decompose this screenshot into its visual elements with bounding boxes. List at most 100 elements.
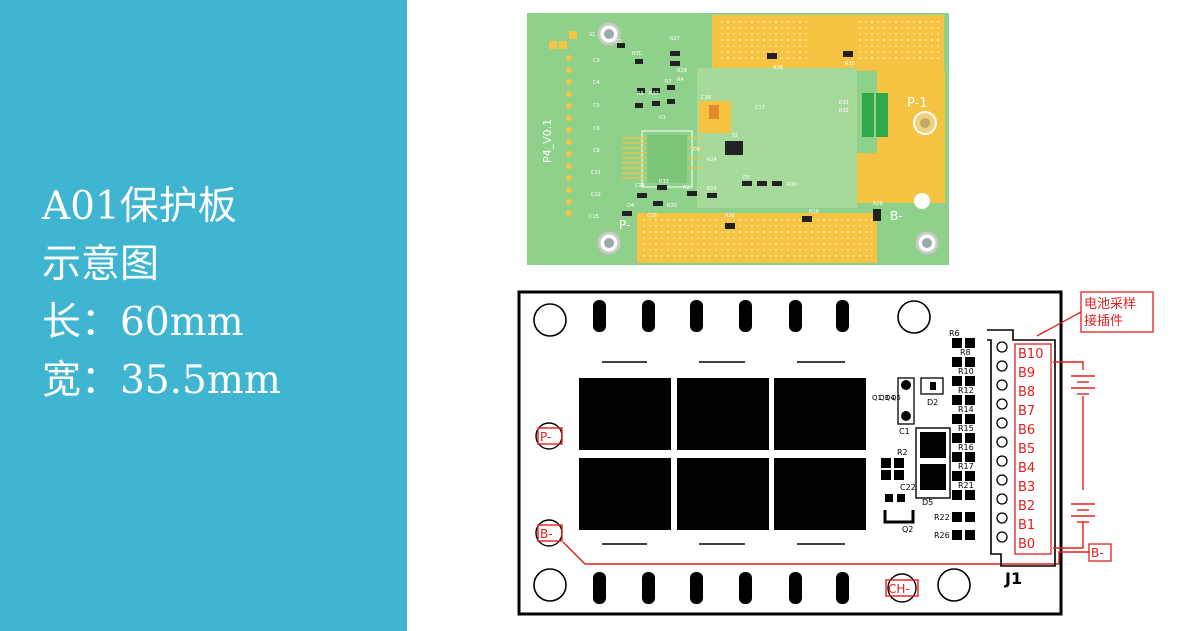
svg-text:C22: C22 (900, 483, 916, 492)
svg-text:U1: U1 (659, 115, 666, 121)
svg-text:R21: R21 (958, 481, 974, 490)
svg-text:R7: R7 (665, 79, 672, 85)
svg-text:R33: R33 (659, 179, 669, 185)
svg-text:R32: R32 (839, 108, 849, 114)
svg-text:C1: C1 (899, 427, 910, 436)
svg-text:R26: R26 (934, 531, 950, 540)
svg-text:R37: R37 (649, 91, 659, 97)
svg-text:Q4: Q4 (885, 394, 896, 402)
svg-text:Q5: Q5 (891, 394, 901, 402)
svg-text:R28: R28 (873, 201, 883, 207)
info-panel: A01保护板 示意图 长：60mm 宽：35.5mm (0, 0, 407, 631)
svg-text:D5: D5 (922, 498, 933, 507)
svg-text:C8: C8 (593, 148, 600, 154)
pin-label-b3: B3 (1018, 480, 1035, 495)
svg-text:S1: S1 (589, 32, 595, 38)
pin-labels: B10 B9 B8 B7 B6 B5 B4 B3 B2 B1 B0 (1014, 343, 1052, 555)
copper-pours (637, 15, 945, 263)
svg-text:C14: C14 (635, 183, 645, 189)
pad-markers: P- B- CH- (535, 422, 919, 603)
svg-text:R8: R8 (960, 348, 971, 357)
svg-text:C4: C4 (593, 80, 600, 86)
svg-text:S1: S1 (732, 133, 738, 139)
pin-label-b1: B1 (1018, 518, 1035, 533)
pcb-pad-label-b-minus: B- (890, 209, 903, 223)
svg-text:R31: R31 (839, 100, 849, 106)
smd-parts (617, 43, 881, 229)
svg-text:C6: C6 (593, 126, 600, 132)
battery-overlay: B- 电池采样 接插件 (1063, 291, 1154, 562)
mounting-holes (597, 22, 939, 255)
svg-text:Q1: Q1 (872, 394, 882, 402)
svg-text:C17: C17 (755, 105, 765, 111)
svg-text:R2: R2 (897, 448, 908, 457)
svg-text:R29: R29 (677, 68, 687, 74)
svg-text:R35: R35 (845, 61, 855, 67)
pcb-render-image: P4_V0.1 P-1 B- P- S1 C2 C3 C4 C5 C6 C8 C… (527, 13, 949, 265)
pcb-component-labels: S1 C2 C3 C4 C5 C6 C8 C11 C12 C15 R27 R29… (589, 32, 883, 220)
svg-text:C11: C11 (591, 170, 601, 176)
pad-b-minus-label: B- (540, 527, 553, 541)
svg-text:R6: R6 (949, 329, 960, 338)
svg-text:R18: R18 (773, 65, 783, 71)
svg-text:R20: R20 (667, 203, 677, 209)
pcb-silkscreen: P4_V0.1 P-1 B- P- (541, 96, 928, 232)
svg-text:R10: R10 (958, 367, 974, 376)
connector-j1: J1 (987, 329, 1056, 588)
svg-text:R5: R5 (637, 91, 644, 97)
connector-label: J1 (1004, 569, 1022, 588)
pad-p-minus-label: P- (540, 430, 551, 444)
component-labels: R6 R8 R10 R12 R14 R15 R16 R17 R21 R22 R2… (872, 329, 974, 540)
mosfet-pads (579, 378, 866, 530)
title-block: A01保护板 示意图 长：60mm 宽：35.5mm (42, 178, 281, 410)
assembly-drawing: P- B- CH- R6 R8 R10 R12 R14 R15 R16 R17 … (517, 290, 1063, 616)
board-outline (517, 290, 1063, 616)
svg-text:R36: R36 (725, 213, 735, 219)
svg-text:R25: R25 (707, 186, 717, 192)
pin-label-b2: B2 (1018, 499, 1035, 514)
pin-label-b7: B7 (1018, 404, 1035, 419)
svg-text:R17: R17 (958, 462, 974, 471)
svg-text:C5: C5 (593, 103, 600, 109)
svg-text:Q2: Q2 (902, 525, 913, 534)
title-line-diagram: 示意图 (42, 242, 160, 287)
pin-label-b10: B10 (1018, 347, 1043, 362)
pcb-board-label: P4_V0.1 (541, 119, 554, 163)
pcb-pad-label-p-minus: P- (619, 218, 630, 232)
connector-callout: 电池采样 接插件 (1036, 321, 1063, 337)
drawing-mounting-holes (533, 300, 971, 602)
svg-text:R2: R2 (683, 185, 690, 191)
misc-parts (881, 377, 951, 524)
svg-text:R30: R30 (787, 182, 797, 188)
pad-ch-minus (887, 573, 917, 603)
svg-text:NTC: NTC (632, 51, 643, 57)
callout-overlay-line-2: 接插件 (1084, 313, 1123, 329)
svg-text:R27: R27 (670, 36, 680, 42)
svg-text:D3: D3 (743, 175, 750, 181)
title-line-board-name: A01保护板 (42, 184, 237, 229)
header-pins (549, 31, 577, 216)
svg-text:C18: C18 (701, 95, 711, 101)
svg-text:R14: R14 (958, 405, 974, 414)
pin-label-b9: B9 (1018, 366, 1035, 381)
svg-text:C15: C15 (589, 214, 599, 220)
svg-text:D2: D2 (927, 398, 938, 407)
slot-holes (593, 300, 849, 604)
svg-text:D4: D4 (627, 203, 634, 209)
pin-label-b5: B5 (1018, 442, 1035, 457)
svg-text:R19: R19 (809, 209, 819, 215)
svg-text:Q3: Q3 (879, 394, 889, 402)
svg-text:R4: R4 (677, 77, 684, 83)
svg-text:R12: R12 (958, 386, 974, 395)
title-line-width: 宽：35.5mm (42, 358, 281, 403)
pin-label-b0: B0 (1018, 537, 1035, 552)
b-minus-trace (562, 541, 1063, 565)
svg-text:C2: C2 (615, 39, 622, 45)
pin-label-b6: B6 (1018, 423, 1035, 438)
pcb-pad-label-p1: P-1 (907, 96, 928, 111)
resistor-column (952, 338, 975, 540)
svg-text:R22: R22 (934, 513, 950, 522)
svg-text:R15: R15 (958, 424, 974, 433)
svg-text:C3: C3 (593, 58, 600, 64)
pack-terminal-label: B- (1091, 546, 1104, 560)
